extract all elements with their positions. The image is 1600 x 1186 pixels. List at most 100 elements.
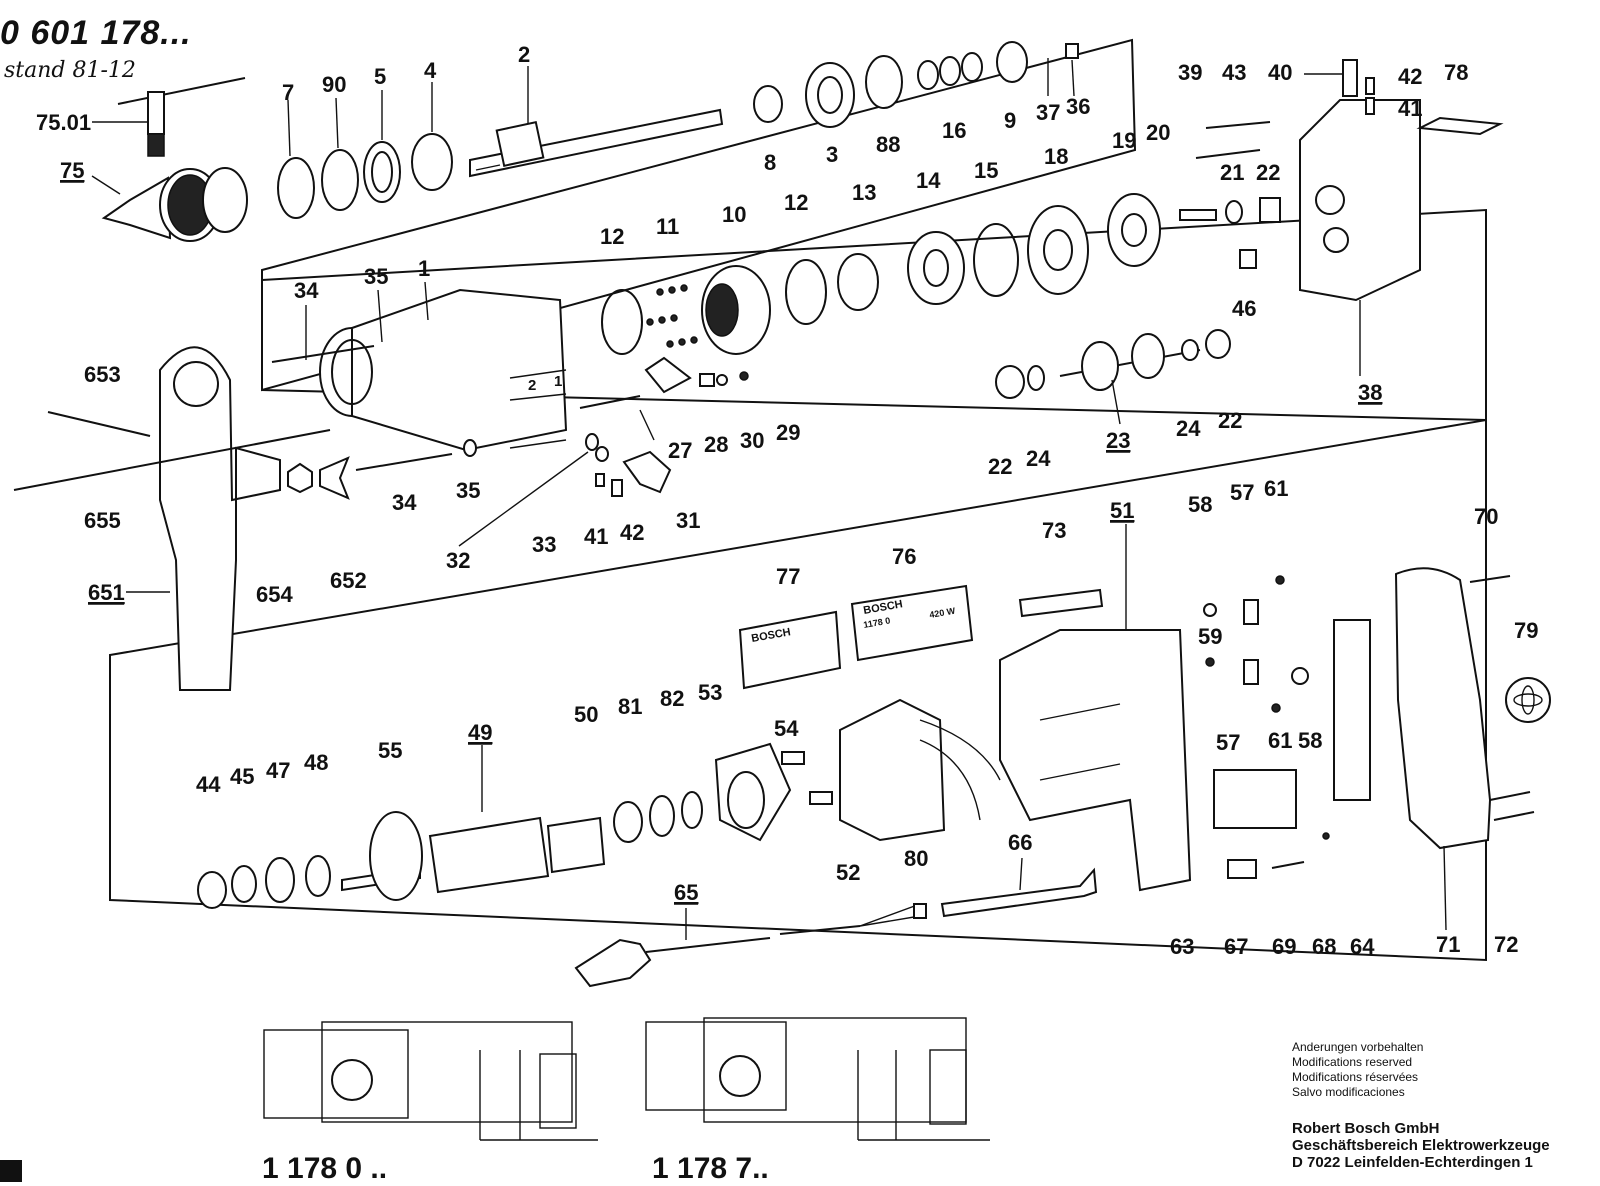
wiring-label-left: 1 178 0 .. [262, 1152, 388, 1185]
callout-2: 2 [518, 42, 530, 67]
callout-58: 58 [1298, 728, 1322, 753]
stator-field [781, 698, 1001, 842]
callout-23: 23 [1106, 428, 1130, 453]
company-line: Robert Bosch GmbH [1292, 1120, 1440, 1137]
spindle-bearing-set [753, 41, 1079, 128]
callout-9: 9 [1004, 108, 1016, 133]
callout-12: 12 [784, 190, 808, 215]
callout-34: 34 [392, 490, 417, 515]
legal-line: Anderungen vorbehalten [1292, 1040, 1424, 1054]
callout-38: 38 [1358, 380, 1382, 405]
housing-screws [271, 345, 749, 497]
callout-16: 16 [942, 118, 966, 143]
callout-653: 653 [84, 362, 121, 387]
wiring-diagram-left [263, 1021, 598, 1141]
callout-29: 29 [776, 420, 800, 445]
armature-group [197, 742, 792, 909]
auxiliary-handle [13, 346, 350, 691]
callout-55: 55 [378, 738, 402, 763]
legal-line: Salvo modificaciones [1292, 1085, 1405, 1099]
callout-19: 19 [1112, 128, 1136, 153]
callout-81: 81 [618, 694, 642, 719]
callout-52: 52 [836, 860, 860, 885]
callout-88: 88 [876, 132, 900, 157]
legal-line: Modifications reserved [1292, 1055, 1413, 1069]
callout-22: 22 [1218, 408, 1242, 433]
legal-line: Modifications réservées [1292, 1070, 1419, 1084]
callout-31: 31 [676, 508, 700, 533]
switch-and-brushes [1203, 575, 1371, 879]
callout-41: 41 [1398, 96, 1422, 121]
callout-41: 41 [584, 524, 608, 549]
plate-76-power: 420 W [929, 606, 957, 620]
document-number: 0 601 178... [0, 14, 192, 52]
motor-housing [999, 629, 1192, 892]
callout-66: 66 [1008, 830, 1032, 855]
frame-motor-group [109, 418, 1487, 962]
plate-76-model: 1178 0 [863, 615, 891, 630]
callout-14: 14 [916, 168, 941, 193]
leader-lines [91, 58, 1447, 940]
callout-48: 48 [304, 750, 328, 775]
callout-44: 44 [196, 772, 221, 797]
callout-57: 57 [1216, 730, 1240, 755]
legal-notice: Anderungen vorbehalten Modifications res… [1292, 1040, 1423, 1100]
callout-63: 63 [1170, 934, 1194, 959]
callout-37: 37 [1036, 100, 1060, 125]
callout-22: 22 [1256, 160, 1280, 185]
callout-53: 53 [698, 680, 722, 705]
callout-42: 42 [620, 520, 644, 545]
callout-5: 5 [374, 64, 386, 89]
callout-77: 77 [776, 564, 800, 589]
drill-chuck [101, 167, 248, 242]
callout-76: 76 [892, 544, 916, 569]
callout-59: 59 [1198, 624, 1222, 649]
gear-train-parts [601, 193, 1161, 355]
callout-47: 47 [266, 758, 290, 783]
callout-32: 32 [446, 548, 470, 573]
callout-8: 8 [764, 150, 776, 175]
callout-78: 78 [1444, 60, 1468, 85]
callout-24: 24 [1176, 416, 1201, 441]
callout-15: 15 [974, 158, 998, 183]
callout-13: 13 [852, 180, 876, 205]
callout-1: 1 [418, 256, 430, 281]
switch-position-2: 2 [528, 377, 536, 394]
callout-75-01: 75.01 [36, 110, 91, 135]
emblem [1505, 677, 1551, 723]
callout-652: 652 [330, 568, 367, 593]
callout-61: 61 [1268, 728, 1292, 753]
callout-35: 35 [364, 264, 388, 289]
switch-position-1: 1 [554, 373, 562, 390]
callout-12: 12 [600, 224, 624, 249]
callout-36: 36 [1066, 94, 1090, 119]
callout-27: 27 [668, 438, 692, 463]
callout-82: 82 [660, 686, 684, 711]
gear-housing [1299, 99, 1421, 302]
callout-3: 3 [826, 142, 838, 167]
callout-54: 54 [774, 716, 799, 741]
callout-24: 24 [1026, 446, 1051, 471]
callout-75: 75 [60, 158, 84, 183]
callout-67: 67 [1224, 934, 1248, 959]
callout-51: 51 [1110, 498, 1134, 523]
spindle [469, 108, 724, 178]
callout-45: 45 [230, 764, 254, 789]
callout-79: 79 [1514, 618, 1538, 643]
callout-58: 58 [1188, 492, 1212, 517]
callout-71: 71 [1436, 932, 1460, 957]
pins [1195, 121, 1271, 159]
wiring-diagram-right [645, 1017, 990, 1141]
callout-651: 651 [88, 580, 125, 605]
callout-33: 33 [532, 532, 556, 557]
callout-80: 80 [904, 846, 928, 871]
pinion-shaft [995, 329, 1231, 399]
wiring-label-right: 1 178 7.. [652, 1152, 769, 1185]
callout-22: 22 [988, 454, 1012, 479]
nameplates [738, 584, 1104, 690]
rear-handle-shell [1394, 567, 1535, 850]
callout-4: 4 [424, 58, 437, 83]
callout-21: 21 [1220, 160, 1244, 185]
